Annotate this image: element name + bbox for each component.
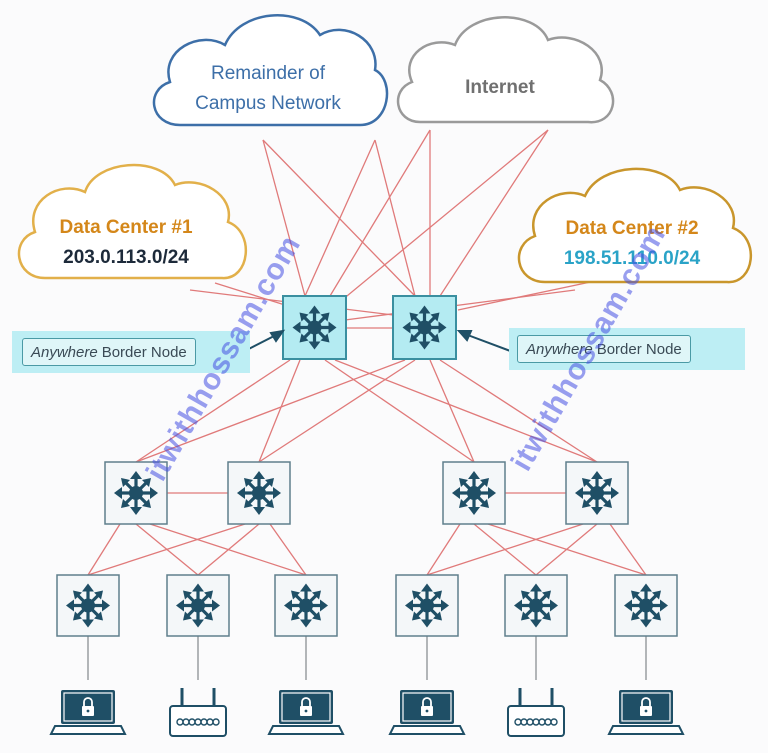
distribution-node: [442, 461, 506, 525]
network-links: [87, 129, 647, 576]
internet-cloud: Internet: [396, 16, 615, 124]
access-node: [56, 574, 120, 637]
distribution-node: [565, 461, 629, 525]
distribution-node: [104, 461, 168, 525]
access-node: [395, 574, 459, 637]
border-node-callout-right: Anywhere Border Node: [509, 328, 745, 370]
callout-text: Border Node: [101, 343, 187, 361]
access-node: [504, 574, 568, 637]
data-center-2-subnet: 198.51.110.0/24: [564, 248, 701, 269]
access-node: [274, 574, 338, 637]
campus-cloud-label-line2: Campus Network: [195, 93, 341, 114]
callout-emphasis: Anywhere: [31, 343, 98, 361]
access-point-icon: [506, 686, 566, 738]
campus-cloud: Remainder of Campus Network: [152, 14, 389, 127]
callout-emphasis: Anywhere: [526, 340, 593, 358]
laptop-lock-icon: [389, 689, 465, 735]
border-node-right: [392, 295, 457, 360]
border-node-callout-left: Anywhere Border Node: [12, 331, 250, 373]
callout-label: Anywhere Border Node: [517, 335, 691, 363]
callout-text: Border Node: [596, 340, 682, 358]
data-center-2-cloud: Data Center #2 198.51.110.0/24: [517, 167, 753, 284]
laptop-lock-icon: [268, 689, 344, 735]
data-center-2-title: Data Center #2: [565, 218, 698, 239]
border-node-left: [282, 295, 347, 360]
data-center-1-title: Data Center #1: [59, 217, 192, 238]
endpoint-links: [87, 636, 647, 680]
campus-cloud-label-line1: Remainder of: [211, 63, 326, 84]
callout-label: Anywhere Border Node: [22, 338, 196, 366]
laptop-lock-icon: [50, 689, 126, 735]
access-node: [166, 574, 230, 637]
data-center-1-cloud: Data Center #1 203.0.113.0/24: [17, 163, 248, 280]
callout-arrows: [234, 329, 514, 357]
internet-cloud-label: Internet: [465, 77, 535, 98]
access-point-icon: [168, 686, 228, 738]
distribution-node: [227, 461, 291, 525]
access-node: [614, 574, 678, 637]
laptop-lock-icon: [608, 689, 684, 735]
data-center-1-subnet: 203.0.113.0/24: [63, 247, 189, 268]
